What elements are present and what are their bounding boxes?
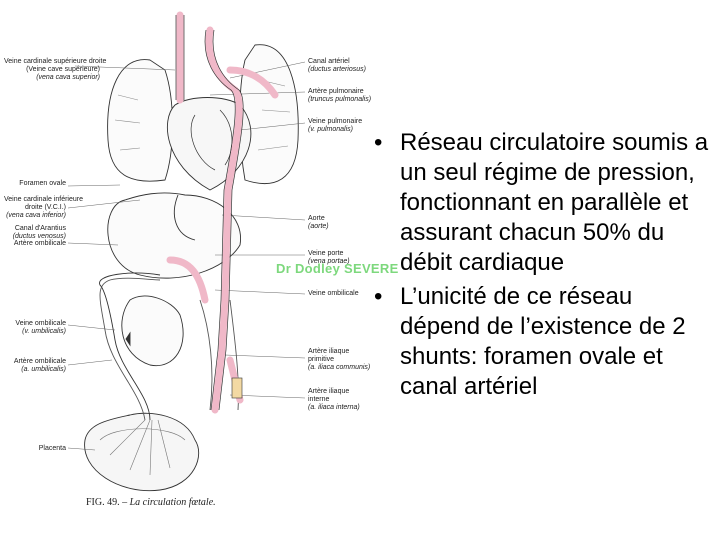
label-alt: droite (V.C.I.) bbox=[4, 204, 66, 212]
bullet-text: Réseau circulatoire soumis a un seul rég… bbox=[400, 129, 708, 276]
bullet-item: • L’unicité de ce réseau dépend de l’exi… bbox=[368, 282, 713, 402]
label-name: Veine pulmonaire bbox=[308, 118, 362, 125]
label-name: Veine ombilicale bbox=[308, 290, 359, 297]
label-latin: (aorte) bbox=[308, 223, 329, 231]
label-internal-iliac: Artère iliaque interne (a. iliaca intern… bbox=[308, 388, 360, 412]
label-name: Foramen ovale bbox=[19, 180, 66, 187]
label-umbilical-vein-right: Veine ombilicale bbox=[308, 290, 359, 298]
label-alt: interne bbox=[308, 396, 360, 404]
label-vena-cava-inferior: Veine cardinale inférieure droite (V.C.I… bbox=[4, 196, 66, 220]
label-name: Veine cardinale supérieure droite bbox=[4, 58, 106, 65]
figure-caption: FIG. 49. – La circulation fœtale. bbox=[86, 497, 216, 508]
liver bbox=[108, 193, 241, 278]
label-name: Artère ombilicale bbox=[14, 358, 66, 365]
label-common-iliac: Artère iliaque primitive (a. iliaca comm… bbox=[308, 348, 370, 372]
label-latin: (a. umbilicalis) bbox=[4, 366, 66, 374]
label-latin: (ductus arteriosus) bbox=[308, 66, 366, 74]
label-name: Placenta bbox=[39, 445, 66, 452]
placenta bbox=[85, 413, 199, 490]
label-placenta: Placenta bbox=[4, 445, 66, 453]
label-name: Canal d'Arantius bbox=[15, 225, 66, 232]
label-alt: (Veine cave supérieure) bbox=[4, 66, 100, 74]
label-latin: (a. iliaca interna) bbox=[308, 404, 360, 412]
label-latin: (a. iliaca communis) bbox=[308, 364, 370, 372]
label-name: Veine ombilicale bbox=[15, 320, 66, 327]
label-foramen-ovale: Foramen ovale bbox=[4, 180, 66, 188]
bladder bbox=[122, 296, 183, 366]
bullet-glyph: • bbox=[374, 282, 382, 312]
label-name: Veine porte bbox=[308, 250, 343, 257]
label-aorta: Aorte (aorte) bbox=[308, 215, 329, 231]
label-ductus-arteriosus: Canal artériel (ductus arteriosus) bbox=[308, 58, 366, 74]
label-umbilical-vein: Veine ombilicale (v. umbilicalis) bbox=[4, 320, 66, 336]
label-latin: (truncus pulmonalis) bbox=[308, 96, 371, 104]
label-name: Artère pulmonaire bbox=[308, 88, 364, 95]
label-ductus-venosus: Canal d'Arantius (ductus venosus) bbox=[4, 225, 66, 241]
label-vena-cava-superior: Veine cardinale supérieure droite (Veine… bbox=[4, 58, 100, 82]
label-name: Aorte bbox=[308, 215, 325, 222]
label-name: Canal artériel bbox=[308, 58, 350, 65]
label-pulmonary-artery: Artère pulmonaire (truncus pulmonalis) bbox=[308, 88, 371, 104]
label-alt: primitive bbox=[308, 356, 370, 364]
label-latin: (v. pulmonalis) bbox=[308, 126, 362, 134]
bullet-item: • Réseau circulatoire soumis a un seul r… bbox=[368, 128, 713, 278]
label-name: Artère iliaque bbox=[308, 388, 349, 395]
caption-title: La circulation fœtale. bbox=[130, 497, 216, 508]
bullet-text: L’unicité de ce réseau dépend de l’exist… bbox=[400, 283, 686, 400]
label-latin: (vena cava inferior) bbox=[4, 212, 66, 220]
label-name: Artère iliaque bbox=[308, 348, 349, 355]
label-name: Artère ombilicale bbox=[14, 240, 66, 247]
caption-number: FIG. 49. – bbox=[86, 497, 127, 508]
label-name: Veine cardinale inférieure bbox=[4, 196, 83, 203]
label-umbilical-artery-top: Artère ombilicale bbox=[4, 240, 66, 248]
label-latin: (v. umbilicalis) bbox=[4, 328, 66, 336]
bullet-glyph: • bbox=[374, 128, 382, 158]
label-latin: (vena cava superior) bbox=[4, 74, 100, 82]
bullet-list: • Réseau circulatoire soumis a un seul r… bbox=[368, 128, 713, 406]
label-umbilical-artery-bottom: Artère ombilicale (a. umbilicalis) bbox=[4, 358, 66, 374]
iliac-branch-marker bbox=[232, 378, 242, 398]
label-pulmonary-vein: Veine pulmonaire (v. pulmonalis) bbox=[308, 118, 362, 134]
